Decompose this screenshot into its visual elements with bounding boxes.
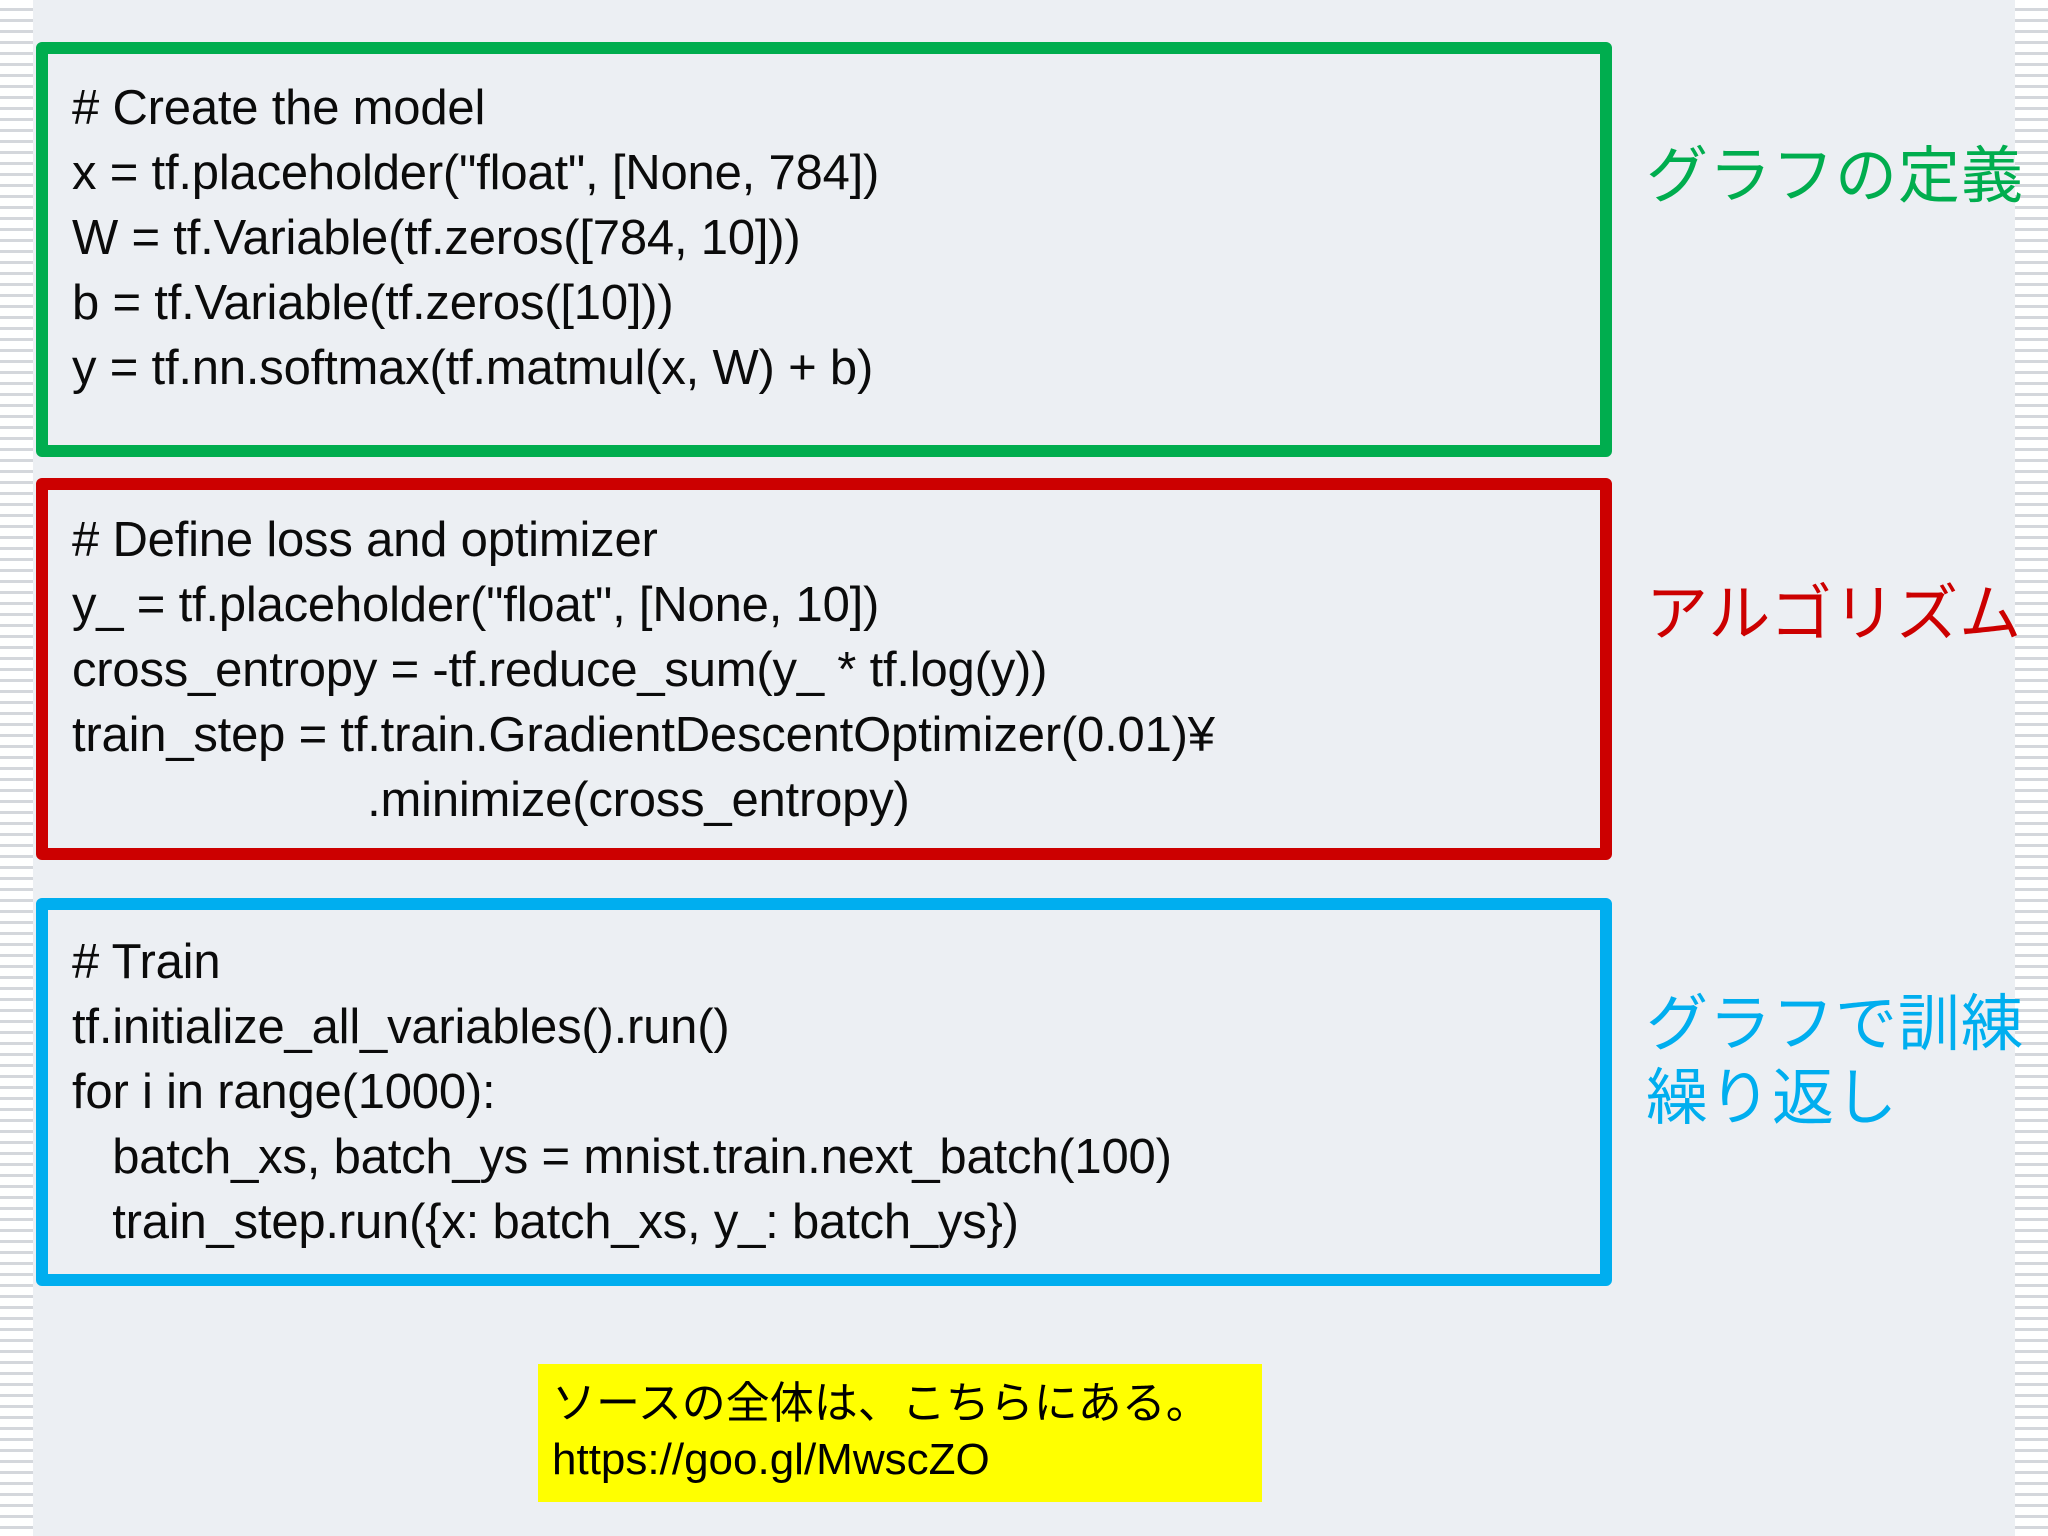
code-box-train: # Train tf.initialize_all_variables().ru… xyxy=(36,898,1612,1286)
annotation-train: グラフで訓練 繰り返し xyxy=(1646,990,2025,1133)
source-note-text: ソースの全体は、こちらにある。 xyxy=(552,1379,1210,1428)
annotation-graph-definition: グラフの定義 xyxy=(1646,142,2025,211)
source-note-url[interactable]: https://goo.gl/MwscZO xyxy=(552,1435,990,1484)
left-stripe-band xyxy=(0,0,33,1536)
code-block-algorithm: # Define loss and optimizer y_ = tf.plac… xyxy=(72,513,1215,827)
source-note-callout: ソースの全体は、こちらにある。 https://goo.gl/MwscZO xyxy=(538,1364,1262,1502)
annotation-algorithm: アルゴリズム xyxy=(1646,580,2023,649)
code-box-graph-definition: # Create the model x = tf.placeholder("f… xyxy=(36,42,1612,457)
right-stripe-band xyxy=(2015,0,2048,1536)
code-box-algorithm: # Define loss and optimizer y_ = tf.plac… xyxy=(36,478,1612,860)
code-block-train: # Train tf.initialize_all_variables().ru… xyxy=(72,935,1172,1249)
code-block-graph-definition: # Create the model x = tf.placeholder("f… xyxy=(72,81,880,395)
